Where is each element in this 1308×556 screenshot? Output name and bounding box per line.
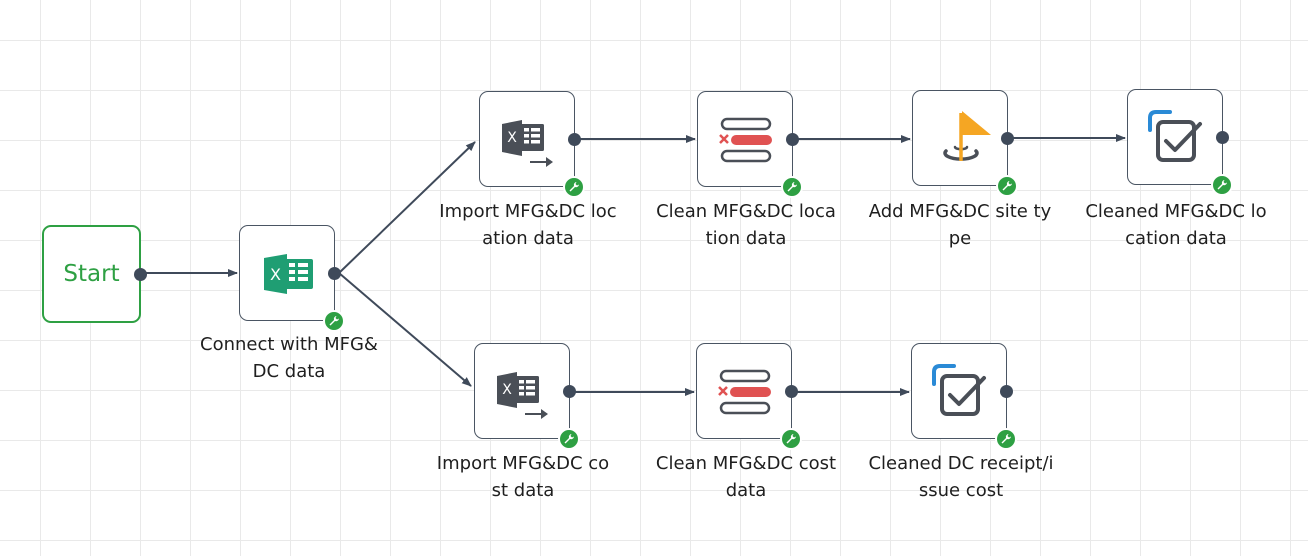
output-port[interactable] bbox=[328, 267, 341, 280]
clean-data-icon bbox=[718, 369, 771, 415]
edge-connect-import-location[interactable] bbox=[338, 141, 476, 274]
wrench-badge-icon[interactable] bbox=[1211, 174, 1233, 196]
start-node[interactable]: Start bbox=[42, 225, 147, 323]
excel-icon: X bbox=[264, 254, 313, 294]
excel-import-icon: X bbox=[502, 120, 553, 167]
checkbox-output-icon bbox=[1148, 110, 1202, 162]
svg-text:X: X bbox=[502, 382, 512, 398]
node-add-site-type[interactable] bbox=[912, 90, 1018, 197]
clean-data-icon bbox=[719, 117, 772, 163]
node-label-import-location: Import MFG&DC loc ation data bbox=[439, 201, 617, 249]
flag-location-icon bbox=[943, 111, 991, 161]
output-port[interactable] bbox=[1000, 385, 1013, 398]
wrench-badge-icon[interactable] bbox=[558, 428, 580, 450]
wrench-badge-icon[interactable] bbox=[781, 176, 803, 198]
output-port[interactable] bbox=[563, 385, 576, 398]
node-cleaned-location-data[interactable] bbox=[1127, 89, 1233, 196]
node-connect-mfg-dc-data[interactable]: X bbox=[239, 225, 345, 332]
wrench-badge-icon[interactable] bbox=[996, 175, 1018, 197]
start-output-port[interactable] bbox=[134, 268, 147, 281]
node-label-cleaned-cost: Cleaned DC receipt/i ssue cost bbox=[868, 453, 1054, 501]
node-label-clean-location: Clean MFG&DC loca tion data bbox=[656, 201, 836, 249]
edge-connect-import-cost[interactable] bbox=[338, 272, 472, 387]
node-clean-cost-data[interactable] bbox=[696, 343, 802, 450]
node-label-cleaned-location: Cleaned MFG&DC lo cation data bbox=[1085, 201, 1267, 249]
node-label-connect: Connect with MFG& DC data bbox=[200, 334, 378, 382]
node-label-import-cost: Import MFG&DC co st data bbox=[436, 453, 610, 501]
node-clean-location-data[interactable] bbox=[697, 91, 803, 198]
wrench-badge-icon[interactable] bbox=[780, 428, 802, 450]
checkbox-output-icon bbox=[932, 364, 986, 416]
start-label: Start bbox=[63, 261, 120, 287]
svg-text:X: X bbox=[270, 265, 281, 284]
output-port[interactable] bbox=[1216, 131, 1229, 144]
output-port[interactable] bbox=[786, 133, 799, 146]
node-cleaned-cost[interactable] bbox=[911, 343, 1017, 450]
output-port[interactable] bbox=[568, 133, 581, 146]
wrench-badge-icon[interactable] bbox=[995, 428, 1017, 450]
node-import-cost-data[interactable]: X bbox=[474, 343, 580, 450]
wrench-badge-icon[interactable] bbox=[563, 176, 585, 198]
node-label-add-site-type: Add MFG&DC site ty pe bbox=[868, 201, 1052, 249]
output-port[interactable] bbox=[785, 385, 798, 398]
excel-import-icon: X bbox=[497, 372, 548, 419]
node-import-location-data[interactable]: X bbox=[479, 91, 585, 198]
node-label-clean-cost: Clean MFG&DC cost data bbox=[655, 453, 837, 501]
svg-text:X: X bbox=[507, 130, 517, 146]
output-port[interactable] bbox=[1001, 132, 1014, 145]
wrench-badge-icon[interactable] bbox=[323, 310, 345, 332]
